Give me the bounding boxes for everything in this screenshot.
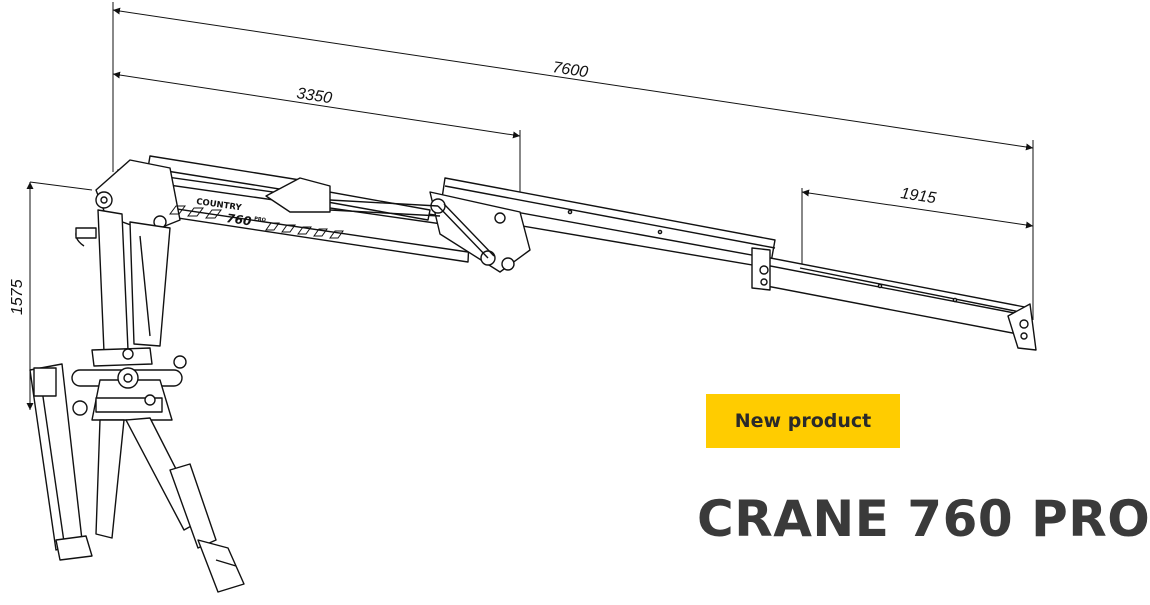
dimension-lines [26, 2, 1034, 410]
crane-column [75, 209, 171, 367]
main-boom [95, 155, 531, 273]
crane-technical-drawing: 7600 3350 1915 1575 [9, 2, 1037, 593]
dimension-main-boom: 3350 [295, 85, 333, 107]
dimension-extension: 1915 [899, 185, 937, 207]
boom-model-label: 760 [226, 211, 253, 228]
boom-decal-stripes [169, 205, 344, 239]
boom-model-suffix: PRO [254, 216, 266, 224]
product-title: CRANE 760 PRO [697, 490, 1150, 548]
slewing-base [71, 355, 187, 421]
telescopic-boom [439, 177, 1037, 351]
dimension-height: 1575 [9, 279, 26, 315]
new-product-badge: New product [706, 394, 900, 448]
support-legs [29, 363, 245, 593]
dimension-total-reach: 7600 [551, 59, 589, 81]
